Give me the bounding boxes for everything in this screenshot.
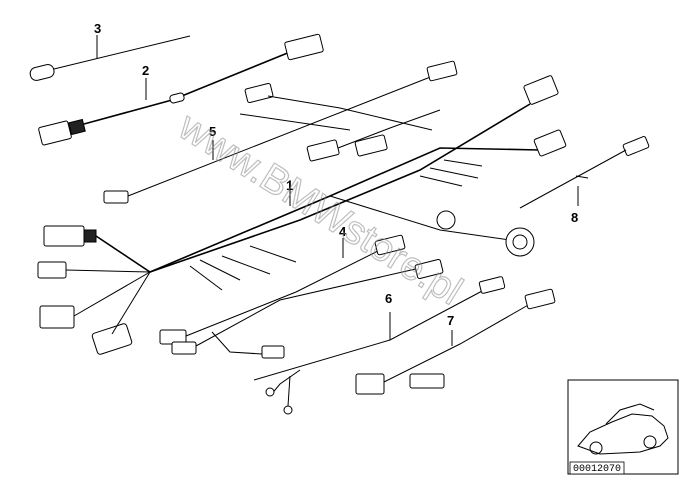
part-4-adapter-lead[interactable] [159,234,444,359]
vehicle-thumbnail[interactable]: 00012070 [567,379,679,475]
diagram-reference-code: 00012070 [573,464,621,475]
part-7-lead[interactable] [355,288,556,395]
part-5-branch-harness[interactable] [103,60,458,204]
part-8-sensor-lead[interactable] [519,136,650,209]
callout-3: 3 [94,21,101,36]
part-3-sensor-lead[interactable] [29,35,191,82]
callout-7: 7 [447,313,454,328]
watermark-text: www.BMWstore.pl [170,104,469,314]
part-2-connection-lead[interactable] [38,33,324,146]
callout-5: 5 [209,124,216,139]
callout-8: 8 [571,210,578,225]
callout-2: 2 [142,63,149,78]
part-1-main-harness[interactable] [37,75,567,355]
callout-6: 6 [385,291,392,306]
callout-4: 4 [339,224,347,239]
callout-1: 1 [286,178,293,193]
part-6-lead[interactable] [253,276,506,415]
car-outline-icon [577,403,669,455]
